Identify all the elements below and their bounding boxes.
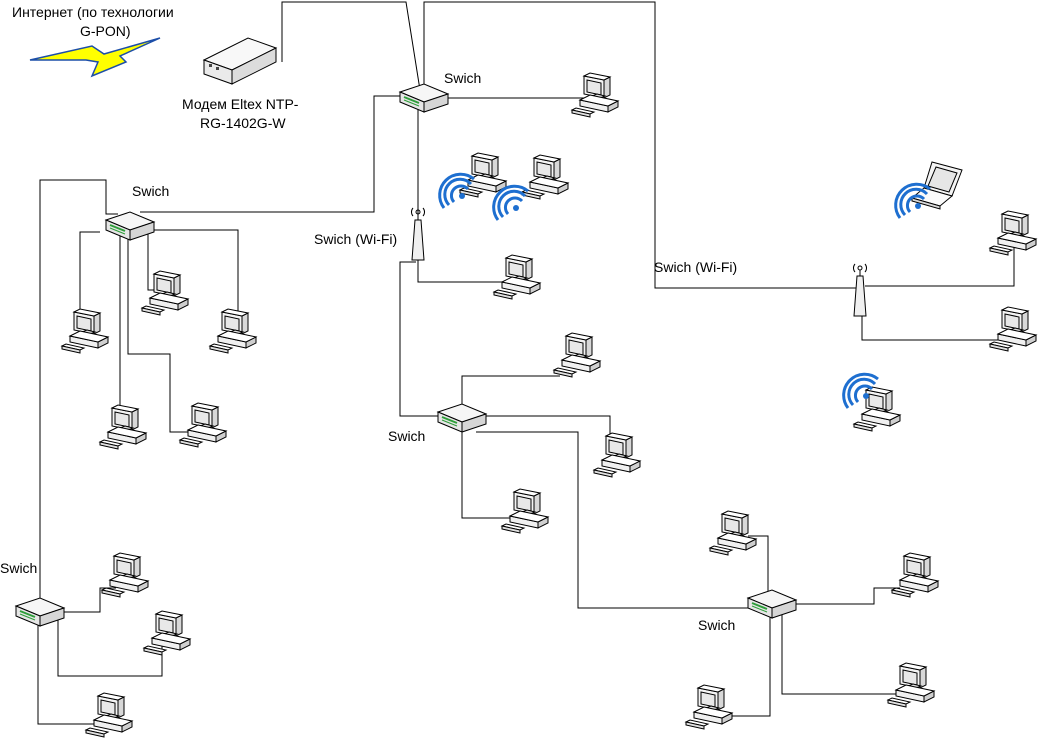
desktop-computer-icon[interactable] — [593, 432, 641, 478]
modem-icon[interactable] — [202, 37, 278, 85]
internet-label-line1: Интернет (по технологии — [12, 4, 174, 20]
desktop-computer-icon[interactable] — [553, 332, 601, 378]
modem-label-line2: RG-1402G-W — [200, 115, 286, 131]
desktop-computer-icon[interactable] — [99, 404, 147, 450]
lightning-bolt-icon — [29, 37, 161, 78]
switch-bottom-left-label: Swich — [0, 560, 37, 576]
switch-bottom-right-label: Swich — [698, 617, 735, 633]
desktop-computer-icon[interactable] — [101, 552, 149, 598]
desktop-computer-icon[interactable] — [143, 610, 191, 656]
laptop-icon[interactable] — [910, 161, 963, 210]
switch-icon-bottom-right[interactable] — [747, 589, 797, 619]
desktop-computer-icon[interactable] — [685, 684, 733, 730]
desktop-computer-icon[interactable] — [891, 552, 939, 598]
desktop-computer-icon[interactable] — [709, 510, 757, 556]
desktop-computer-icon[interactable] — [887, 662, 935, 708]
switch-top-label: Swich — [444, 70, 481, 86]
switch-icon-bottom-left[interactable] — [15, 597, 65, 627]
desktop-computer-icon[interactable] — [61, 308, 109, 354]
switch-icon-top[interactable] — [399, 83, 449, 113]
desktop-computer-icon[interactable] — [853, 386, 901, 432]
desktop-computer-icon[interactable] — [989, 210, 1037, 256]
switch-icon-middle[interactable] — [437, 403, 487, 433]
switch-left-label: Swich — [132, 183, 169, 199]
desktop-computer-icon[interactable] — [179, 402, 227, 448]
switch-icon-left[interactable] — [105, 211, 155, 241]
desktop-computer-icon[interactable] — [493, 254, 541, 300]
desktop-computer-icon[interactable] — [209, 308, 257, 354]
wifi-right-label: Swich (Wi-Fi) — [654, 259, 737, 275]
desktop-computer-icon[interactable] — [501, 488, 549, 534]
wifi-center-label: Swich (Wi-Fi) — [314, 231, 397, 247]
desktop-computer-icon[interactable] — [521, 154, 569, 200]
desktop-computer-icon[interactable] — [141, 270, 189, 316]
modem-label-line1: Модем Eltex NTP- — [182, 96, 299, 112]
desktop-computer-icon[interactable] — [85, 692, 133, 738]
wifi-access-point-icon-center[interactable] — [410, 207, 426, 261]
desktop-computer-icon[interactable] — [571, 72, 619, 118]
internet-label-line2: G-PON) — [80, 23, 131, 39]
switch-middle-label: Swich — [388, 428, 425, 444]
wifi-access-point-icon-right[interactable] — [852, 263, 868, 317]
desktop-computer-icon[interactable] — [989, 306, 1037, 352]
